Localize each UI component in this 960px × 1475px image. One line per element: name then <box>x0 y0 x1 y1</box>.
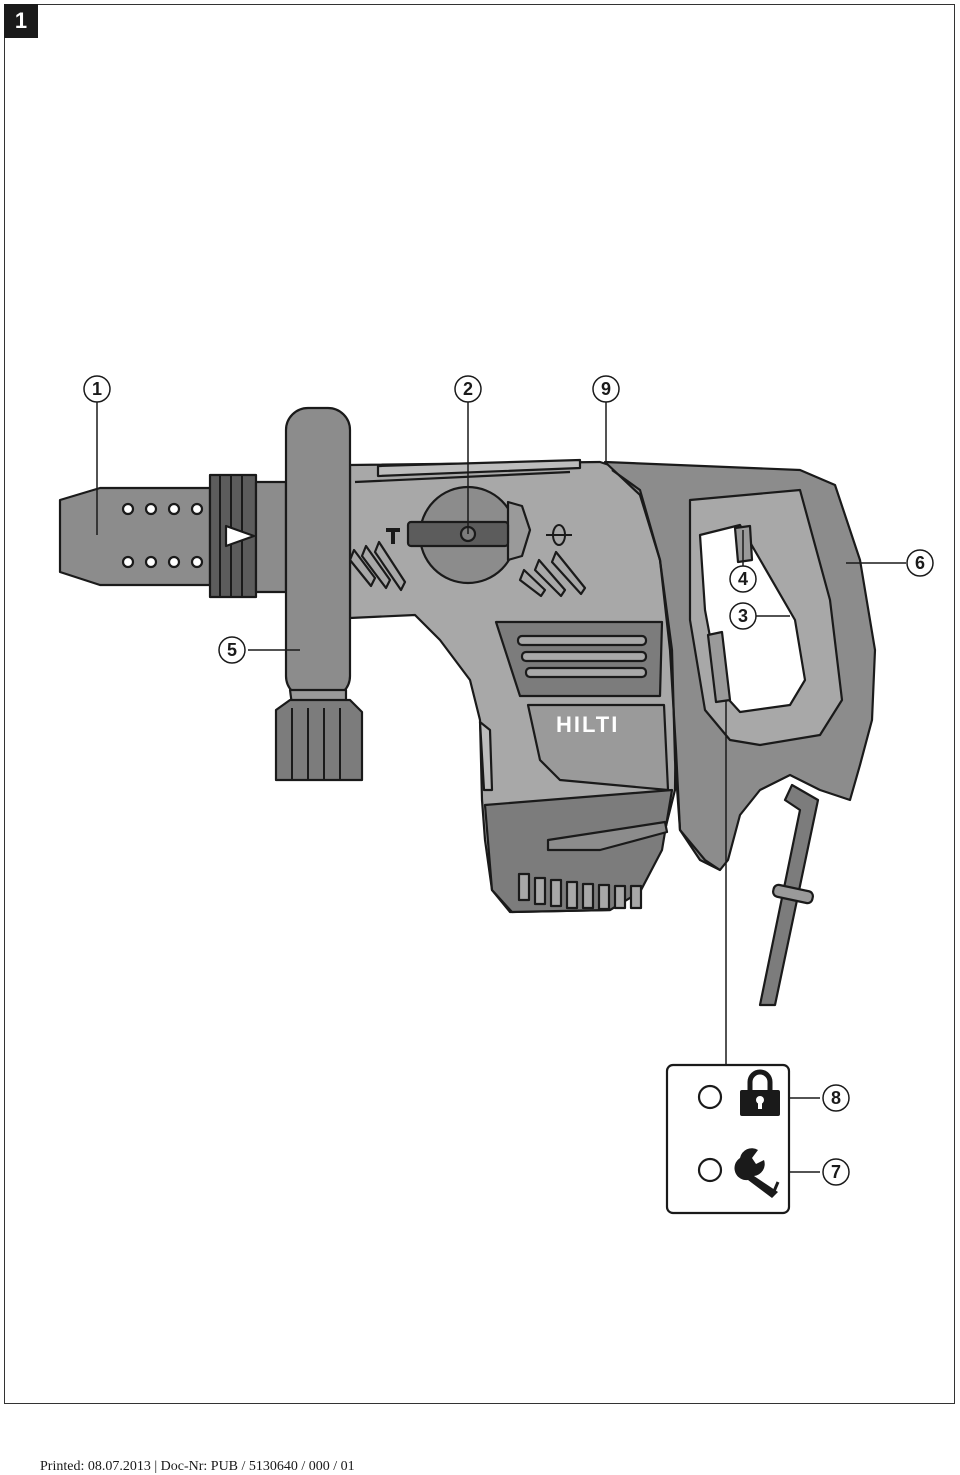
callout-5-label: 5 <box>227 640 237 660</box>
callout-3-label: 3 <box>738 606 748 626</box>
rotation-icon <box>546 524 572 546</box>
callout-7-label: 7 <box>831 1162 841 1182</box>
callout-1-label: 1 <box>92 379 102 399</box>
brand-logo-text: HILTI <box>556 712 619 737</box>
power-cord <box>758 783 820 1007</box>
air-vent <box>494 620 664 698</box>
side-vents <box>348 540 587 598</box>
leader-lines <box>96 402 906 1173</box>
callout-6-label: 6 <box>915 553 925 573</box>
brand-logo: HILTI <box>526 703 670 792</box>
mode-selector-switch <box>406 485 532 585</box>
callout-4-label: 4 <box>738 569 748 589</box>
callout-1: 1 <box>83 375 111 403</box>
callout-2-label: 2 <box>463 379 473 399</box>
callout-9: 9 <box>592 375 620 403</box>
callout-6: 6 <box>906 549 934 577</box>
padlock-icon <box>740 1069 780 1116</box>
callout-8: 8 <box>822 1084 850 1112</box>
housing-body <box>348 458 678 914</box>
tool-chuck <box>58 473 288 599</box>
print-footer: Printed: 08.07.2013 | Doc-Nr: PUB / 5130… <box>40 1459 355 1474</box>
callout-7: 7 <box>822 1158 850 1186</box>
wrench-icon <box>734 1148 780 1198</box>
callout-9-label: 9 <box>601 379 611 399</box>
hammer-icon <box>386 528 400 544</box>
figure-number-badge: 1 <box>4 4 38 38</box>
side-handle <box>274 406 364 782</box>
callout-5: 5 <box>218 636 246 664</box>
indicator-panel <box>665 1063 791 1215</box>
callout-2: 2 <box>454 375 482 403</box>
callout-8-label: 8 <box>831 1088 841 1108</box>
callout-4: 4 <box>729 565 757 593</box>
service-indicator-light <box>697 1157 723 1183</box>
callout-3: 3 <box>729 602 757 630</box>
page-frame <box>4 4 955 1404</box>
lock-indicator-light <box>697 1084 723 1110</box>
